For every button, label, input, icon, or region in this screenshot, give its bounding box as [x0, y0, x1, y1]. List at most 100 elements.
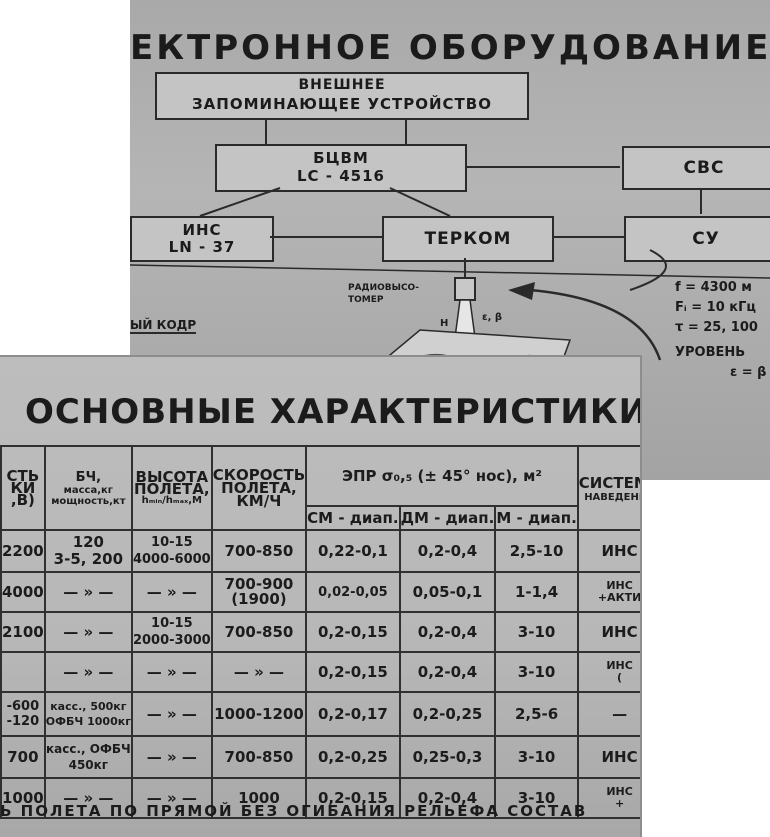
- cell-bch: — » —: [43, 651, 133, 693]
- table-title: ОСНОВНЫЕ ХАРАКТЕРИСТИКИ КР: [25, 392, 642, 432]
- ground-line: [130, 264, 770, 279]
- table-footer-text: Ь ПОЛЕТА ПО ПРЯМОЙ БЕЗ ОГИБАНИЯ РЕЛЬЕФА …: [0, 802, 588, 820]
- cell-speed: 700-850: [210, 611, 308, 653]
- header-system-cell: СИСТЕМА НАВЕДЕНИЯ: [576, 445, 640, 531]
- cell-bch: — » —: [43, 777, 133, 819]
- connector: [405, 118, 407, 146]
- cell-dm: 0,2-0,4: [398, 777, 497, 819]
- cell-alt: 10-15 2000-3000: [130, 611, 213, 653]
- cell-speed: 700-850: [210, 735, 308, 779]
- param-level: УРОВЕНЬ: [675, 345, 746, 360]
- altimeter-body: [454, 277, 476, 301]
- cell-m: 3-10: [494, 651, 579, 693]
- ext-memory-box: ВНЕШНЕЕ ЗАПОМИНАЮЩЕЕ УСТРОЙСТВО: [155, 72, 529, 120]
- table-header-row: СТЬ КИ ,В) БЧ, масса,кг мощность,кт ВЫСО…: [0, 445, 640, 531]
- header-range: СТЬ КИ ,В): [0, 445, 46, 531]
- cell-range: 700: [0, 735, 46, 779]
- bcvm-tercom-link: [389, 187, 451, 217]
- cell-sys: ИНС (: [576, 651, 640, 693]
- cell-sys: ИНС: [576, 529, 640, 573]
- cell-sys: —: [576, 691, 640, 737]
- cell-speed: 1000-1200: [210, 691, 308, 737]
- h-label: H: [440, 318, 449, 329]
- header-bch-cell: БЧ, масса,кг мощность,кт: [43, 445, 133, 531]
- svs-label: СВС: [683, 158, 725, 178]
- cell-sm: 0,22-0,1: [305, 529, 401, 573]
- cell-range: 2100: [0, 611, 46, 653]
- cell-dm: 0,25-0,3: [398, 735, 497, 779]
- cell-dm: 0,2-0,4: [398, 651, 497, 693]
- kodr-label: ЫЙ КОДР: [130, 318, 197, 334]
- header-epr: ЭПР σ₀,₅ (± 45° нос), м²: [305, 445, 579, 507]
- param-eps: ε = β: [730, 365, 767, 380]
- cell-alt: — » —: [130, 735, 213, 779]
- cell-m: 3-10: [494, 777, 579, 819]
- param-tau: τ = 25, 100: [675, 320, 758, 335]
- svs-box: СВС: [622, 146, 770, 190]
- cell-speed: 700-900 (1900): [210, 571, 308, 613]
- cell-range: 2200: [0, 529, 46, 573]
- cell-dm: 0,2-0,4: [398, 611, 497, 653]
- cell-m: 1-1,4: [494, 571, 579, 613]
- header-bch: БЧ,: [75, 469, 102, 485]
- feedback-arrow: [629, 249, 667, 291]
- cell-sm: 0,2-0,15: [305, 777, 401, 819]
- cell-bch: касс., 500кг ОФБЧ 1000кг: [43, 691, 133, 737]
- cell-dm: 0,05-0,1: [398, 571, 497, 613]
- header-alt-sub: hₘᵢₙ/hₘₐₓ,М: [141, 494, 203, 506]
- diagram-title: ЕКТРОННОЕ ОБОРУДОВАНИЕ К: [130, 28, 770, 68]
- tercom-label: ТЕРКОМ: [424, 229, 512, 249]
- cell-sm: 0,2-0,15: [305, 651, 401, 693]
- header-epr-sm: СМ - диап.: [305, 505, 401, 531]
- cell-m: 3-10: [494, 735, 579, 779]
- cell-sm: 0,02-0,05: [305, 571, 401, 613]
- header-alt-cell: ВЫСОТА ПОЛЕТА, hₘᵢₙ/hₘₐₓ,М: [130, 445, 213, 531]
- cell-sm: 0,2-0,17: [305, 691, 401, 737]
- cell-sm: 0,2-0,25: [305, 735, 401, 779]
- connector: [700, 188, 702, 214]
- cell-range: [0, 651, 46, 693]
- bcvm-line2: LC - 4516: [297, 167, 385, 185]
- cell-m: 2,5-6: [494, 691, 579, 737]
- su-label: СУ: [692, 229, 720, 249]
- cell-speed: 1000: [210, 777, 308, 819]
- cell-bch: 120 3-5, 200: [43, 529, 133, 573]
- cell-bch: — » —: [43, 611, 133, 653]
- cell-speed: — » —: [210, 651, 308, 693]
- table-row: 700 касс., ОФБЧ 450кг — » — 700-850 0,2-…: [0, 735, 640, 779]
- table-row: — » — — » — — » — 0,2-0,15 0,2-0,4 3-10 …: [0, 651, 640, 693]
- table-row: 2200 120 3-5, 200 10-15 4000-6000 700-85…: [0, 529, 640, 573]
- cell-dm: 0,2-0,25: [398, 691, 497, 737]
- ins-line1: ИНС: [182, 221, 222, 239]
- table-subheader-row: СМ - диап. ДМ - диап. М - диап.: [1, 505, 640, 531]
- tercom-box: ТЕРКОМ: [382, 216, 554, 262]
- characteristics-table-photo: ОСНОВНЫЕ ХАРАКТЕРИСТИКИ КР СТЬ КИ ,В) БЧ…: [0, 355, 642, 837]
- param-fi: Fᵢ = 10 кГц: [675, 300, 757, 315]
- connector: [552, 236, 624, 238]
- ext-memory-line2: ЗАПОМИНАЮЩЕЕ УСТРОЙСТВО: [192, 95, 492, 113]
- cell-bch: — » —: [43, 571, 133, 613]
- connector: [465, 166, 620, 168]
- cell-sys: ИНС: [576, 735, 640, 779]
- cell-dm: 0,2-0,4: [398, 529, 497, 573]
- cell-sys: ИНС: [576, 611, 640, 653]
- cell-sys: ИНС +: [576, 777, 640, 819]
- header-speed: СКОРОСТЬ ПОЛЕТА, КМ/Ч: [210, 445, 308, 531]
- cell-speed: 700-850: [210, 529, 308, 573]
- arrow-curve: [529, 288, 662, 361]
- table-row: 4000 — » — — » — 700-900 (1900) 0,02-0,0…: [0, 571, 640, 613]
- cell-sys: ИНС +АКТИ: [576, 571, 640, 613]
- characteristics-table: СТЬ КИ ,В) БЧ, масса,кг мощность,кт ВЫСО…: [0, 445, 640, 819]
- cell-alt: — » —: [130, 691, 213, 737]
- header-epr-dm: ДМ - диап.: [398, 505, 497, 531]
- param-f: f = 4300 м: [675, 280, 752, 295]
- ins-line2: LN - 37: [168, 238, 236, 256]
- cell-sm: 0,2-0,15: [305, 611, 401, 653]
- header-epr-m: М - диап.: [494, 505, 579, 531]
- cell-range: 1000: [0, 777, 46, 819]
- table-row: -600 -120 касс., 500кг ОФБЧ 1000кг — » —…: [0, 691, 640, 737]
- cell-bch: касс., ОФБЧ 450кг: [43, 735, 133, 779]
- ins-box: ИНС LN - 37: [130, 216, 274, 262]
- su-box: СУ: [624, 216, 770, 262]
- connector: [270, 236, 382, 238]
